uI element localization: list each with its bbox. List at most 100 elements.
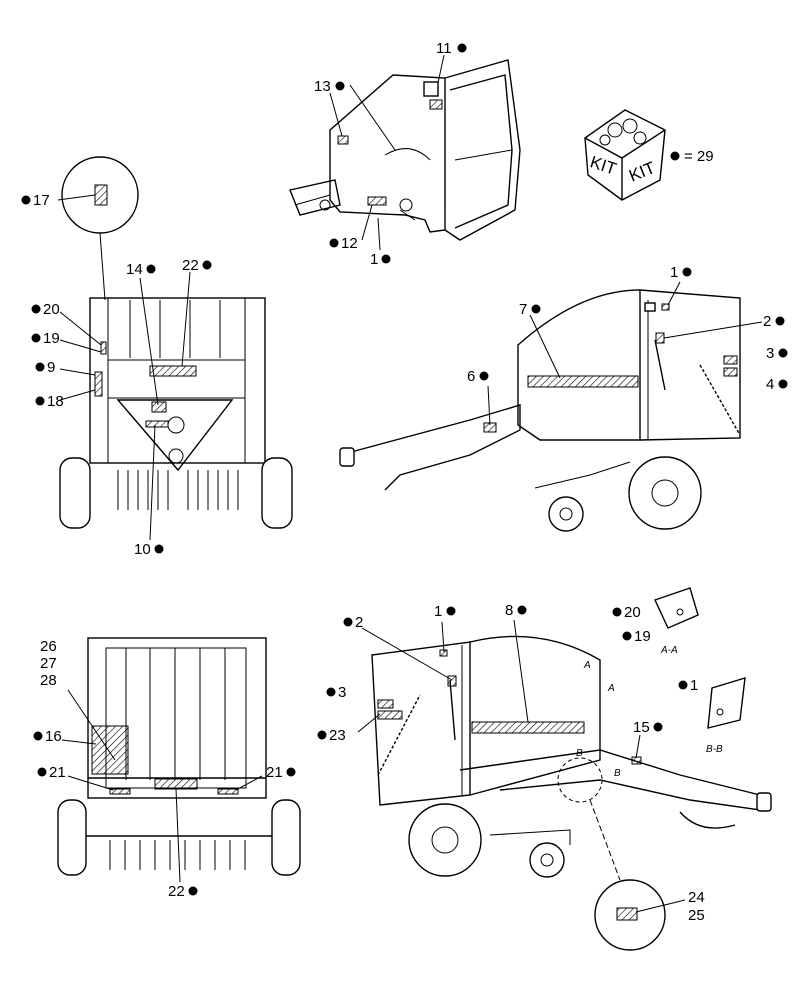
decal-1-right: [661, 303, 670, 311]
bullet-icon: [317, 730, 327, 740]
callout-19-left: 19: [43, 330, 60, 347]
bullet-icon: [188, 886, 198, 896]
section-mark-b-1: B: [576, 748, 583, 759]
decal-22-bottom: [154, 778, 198, 790]
callout-3-bottom: 3: [338, 684, 346, 701]
kit-text-right: KIT: [626, 158, 658, 186]
bullet-icon: [775, 316, 785, 326]
bullet-icon: [37, 767, 47, 777]
callout-24: 24: [688, 889, 705, 906]
callout-2-bottom: 2: [355, 614, 363, 631]
bullet-icon: [33, 731, 43, 741]
bullet-icon: [778, 348, 788, 358]
callout-16: 16: [45, 728, 62, 745]
callout-19-detail: 19: [634, 628, 651, 645]
decal-2-bottom: [447, 675, 457, 687]
callout-7: 7: [519, 301, 527, 318]
decal-13: [337, 135, 349, 145]
bullet-icon: [335, 81, 345, 91]
decal-2-right: [655, 332, 665, 344]
callout-1-detail: 1: [690, 677, 698, 694]
callout-20-left: 20: [43, 301, 60, 318]
bullet-icon: [653, 722, 663, 732]
side-view-right-drawing: [339, 289, 741, 532]
view-label-bb: B-B: [706, 744, 723, 755]
kit-text-left: KIT: [588, 152, 619, 178]
kit-box-drawing: KIT KIT: [584, 109, 666, 201]
callout-23: 23: [329, 727, 346, 744]
bullet-icon: [329, 238, 339, 248]
callout-4: 4: [766, 376, 774, 393]
callout-12: 12: [341, 235, 358, 252]
bullet-icon: [31, 333, 41, 343]
decal-7: [527, 375, 639, 388]
callout-27: 27: [40, 655, 57, 672]
section-mark-a-1: A: [583, 660, 591, 671]
callout-25: 25: [688, 907, 705, 924]
bullet-icon: [326, 687, 336, 697]
decal-4: [723, 367, 738, 377]
callout-10: 10: [134, 541, 151, 558]
decal-8: [471, 721, 585, 734]
callout-21-left: 21: [49, 764, 66, 781]
decal-12: [367, 196, 387, 206]
callout-8: 8: [505, 602, 513, 619]
bullet-icon: [381, 254, 391, 264]
callout-6: 6: [467, 368, 475, 385]
bullet-icon: [612, 607, 622, 617]
callout-17: 17: [33, 192, 50, 209]
callout-22-top: 22: [182, 257, 199, 274]
callout-1-top: 1: [370, 251, 378, 268]
bullet-icon: [343, 617, 353, 627]
decal-24-25: [616, 907, 638, 921]
callout-2-right: 2: [763, 313, 771, 330]
bullet-icon: [202, 260, 212, 270]
kit-equals-29: = 29: [684, 148, 714, 165]
callout-20-detail: 20: [624, 604, 641, 621]
decal-15: [631, 756, 642, 765]
front-view-drawing: [57, 637, 301, 876]
bullet-icon: [446, 606, 456, 616]
callout-15: 15: [633, 719, 650, 736]
view-label-aa: A-A: [660, 645, 678, 656]
callout-1-bottom: 1: [434, 603, 442, 620]
decal-17: [94, 184, 108, 206]
bullet-icon: [678, 680, 688, 690]
callout-11: 11: [436, 40, 452, 57]
callout-21-right: 21: [266, 764, 283, 781]
bullet-icon: [146, 264, 156, 274]
bullet-icon: [622, 631, 632, 641]
bullet-icon: [517, 605, 527, 615]
decal-21-left: [109, 788, 131, 795]
decal-22-top: [149, 365, 197, 377]
bullet-icon: [457, 43, 467, 53]
top-side-view-drawing: [289, 59, 521, 241]
decal-10: [145, 420, 169, 428]
leader-lines: [57, 54, 763, 913]
section-mark-b-2: B: [614, 768, 621, 779]
side-view-bottom-drawing: [371, 635, 772, 951]
bullet-icon: [154, 544, 164, 554]
decal-3-right: [723, 355, 738, 365]
callout-18: 18: [47, 393, 64, 410]
detail-views-drawing: [654, 587, 746, 729]
bullet-icon: [778, 379, 788, 389]
callout-26: 26: [40, 638, 57, 655]
section-mark-a-2: A: [607, 683, 615, 694]
callout-13: 13: [314, 78, 331, 95]
bullet-icon: [531, 304, 541, 314]
decal-18: [94, 371, 103, 397]
bullet-icon: [670, 151, 680, 161]
decal-23: [377, 710, 403, 720]
callout-22-bottom: 22: [168, 883, 185, 900]
bullet-icon: [35, 362, 45, 372]
bullet-icon: [682, 267, 692, 277]
decal-21-right: [217, 788, 239, 795]
callout-14: 14: [126, 261, 143, 278]
rear-view-drawing: [59, 156, 293, 529]
bullet-icon: [286, 767, 296, 777]
bullet-icon: [21, 195, 31, 205]
callout-1-right: 1: [670, 264, 678, 281]
decal-11: [429, 99, 443, 110]
